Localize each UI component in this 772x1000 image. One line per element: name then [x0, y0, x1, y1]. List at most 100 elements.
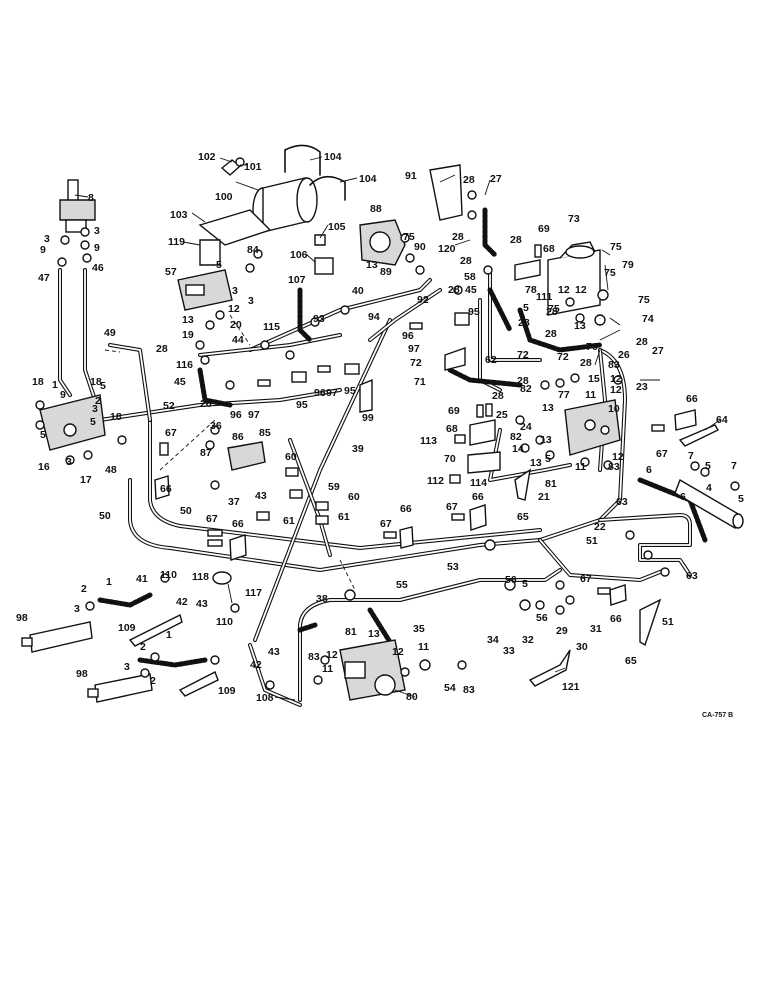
callout-102: 102	[198, 151, 216, 163]
callout-60a: 60	[285, 451, 297, 463]
callout-1b: 1	[106, 576, 112, 588]
callout-63a: 63	[616, 496, 628, 508]
clip-95b	[344, 363, 360, 375]
callout-16: 16	[38, 461, 50, 473]
callout-67e: 67	[656, 448, 668, 460]
spacer-67c	[383, 531, 397, 539]
callout-40: 40	[352, 285, 364, 297]
callout-81a: 81	[545, 478, 557, 490]
callout-66c: 66	[472, 491, 484, 503]
callout-27a: 27	[490, 173, 502, 185]
bracket-91	[429, 164, 463, 221]
clamp-61b	[315, 515, 329, 525]
callout-110b: 110	[216, 616, 233, 628]
control-spool	[59, 179, 96, 233]
callout-45b: 45	[465, 284, 477, 296]
callout-8: 8	[88, 192, 94, 204]
callout-13d: 13	[542, 402, 554, 414]
callout-75a: 75	[403, 231, 415, 243]
callout-96a: 96	[230, 409, 242, 421]
clip-96b	[317, 365, 331, 373]
callout-72c: 72	[557, 351, 569, 363]
callout-96c: 96	[402, 330, 414, 342]
callout-13a: 13	[182, 314, 194, 326]
leader-lines	[74, 156, 721, 701]
callout-43a: 43	[255, 490, 267, 502]
valve-block	[564, 399, 621, 456]
callout-18a: 18	[32, 376, 44, 388]
spacer-67a	[207, 529, 223, 537]
callout-22: 22	[594, 521, 606, 533]
callout-84: 84	[247, 244, 259, 256]
callout-28g: 28	[448, 284, 460, 296]
callout-11a: 11	[585, 389, 596, 401]
callout-37: 37	[228, 496, 240, 508]
callout-20: 20	[230, 319, 242, 331]
clamp-66	[229, 534, 247, 561]
callout-21: 21	[538, 491, 550, 503]
callout-111: 111	[536, 291, 553, 303]
clamp-60b	[315, 501, 329, 511]
callout-62: 62	[485, 354, 497, 366]
callout-72b: 72	[517, 349, 529, 361]
fittings	[35, 157, 740, 690]
callout-28k: 28	[636, 336, 648, 348]
callout-69b: 69	[448, 405, 460, 417]
callout-107: 107	[288, 274, 306, 286]
callout-28m: 28	[580, 357, 592, 369]
clamp-60a	[285, 467, 299, 477]
callout-51a: 51	[586, 535, 598, 547]
callout-7b: 7	[731, 460, 737, 472]
callout-46: 46	[92, 262, 104, 274]
callout-72a: 72	[410, 357, 422, 369]
bracket-68	[469, 419, 496, 446]
callout-24: 24	[520, 421, 532, 433]
callout-59: 59	[328, 481, 340, 493]
callout-12e: 12	[610, 384, 622, 396]
callout-3g: 3	[74, 603, 80, 615]
clip-95c	[454, 312, 470, 326]
callout-1c: 1	[166, 629, 172, 641]
callout-10: 10	[608, 403, 620, 415]
callout-56b: 56	[536, 612, 548, 624]
callout-87: 87	[200, 447, 212, 459]
callout-83a: 83	[608, 359, 620, 371]
motor-80	[339, 639, 406, 701]
callout-79: 79	[622, 259, 634, 271]
callout-55: 55	[396, 579, 408, 591]
filter-canister	[220, 144, 346, 246]
callout-81b: 81	[345, 626, 357, 638]
callout-34: 34	[487, 634, 499, 646]
callout-86: 86	[232, 431, 244, 443]
callout-104a: 104	[324, 151, 342, 163]
callout-69a: 69	[538, 223, 550, 235]
callout-26: 26	[618, 349, 630, 361]
callout-73: 73	[568, 213, 580, 225]
callout-96b: 96	[314, 387, 326, 399]
callout-75d: 75	[638, 294, 650, 306]
callout-91: 91	[405, 170, 417, 182]
callout-19: 19	[182, 329, 194, 341]
mounting-plate	[198, 209, 272, 246]
valve-body-16	[39, 394, 106, 451]
spacer-69a	[476, 404, 484, 418]
callout-66d: 66	[400, 503, 412, 515]
callout-11d: 11	[322, 663, 333, 675]
callout-97c: 97	[408, 343, 420, 355]
spacer-67b	[207, 539, 223, 547]
callout-28f: 28	[460, 255, 472, 267]
callout-12c: 12	[575, 284, 587, 296]
callout-95c: 95	[468, 306, 480, 318]
callout-95a: 95	[296, 399, 308, 411]
callout-35: 35	[413, 623, 425, 635]
callout-31: 31	[590, 623, 602, 635]
callout-43b: 43	[196, 598, 208, 610]
clamp-66e	[674, 409, 697, 431]
callout-56a: 56	[505, 574, 517, 586]
callout-3e: 3	[232, 285, 238, 297]
callout-51b: 51	[662, 616, 674, 628]
callout-5a: 5	[100, 380, 106, 392]
callout-13f: 13	[530, 457, 542, 469]
callout-116: 116	[176, 359, 193, 371]
callout-36: 36	[210, 420, 222, 432]
